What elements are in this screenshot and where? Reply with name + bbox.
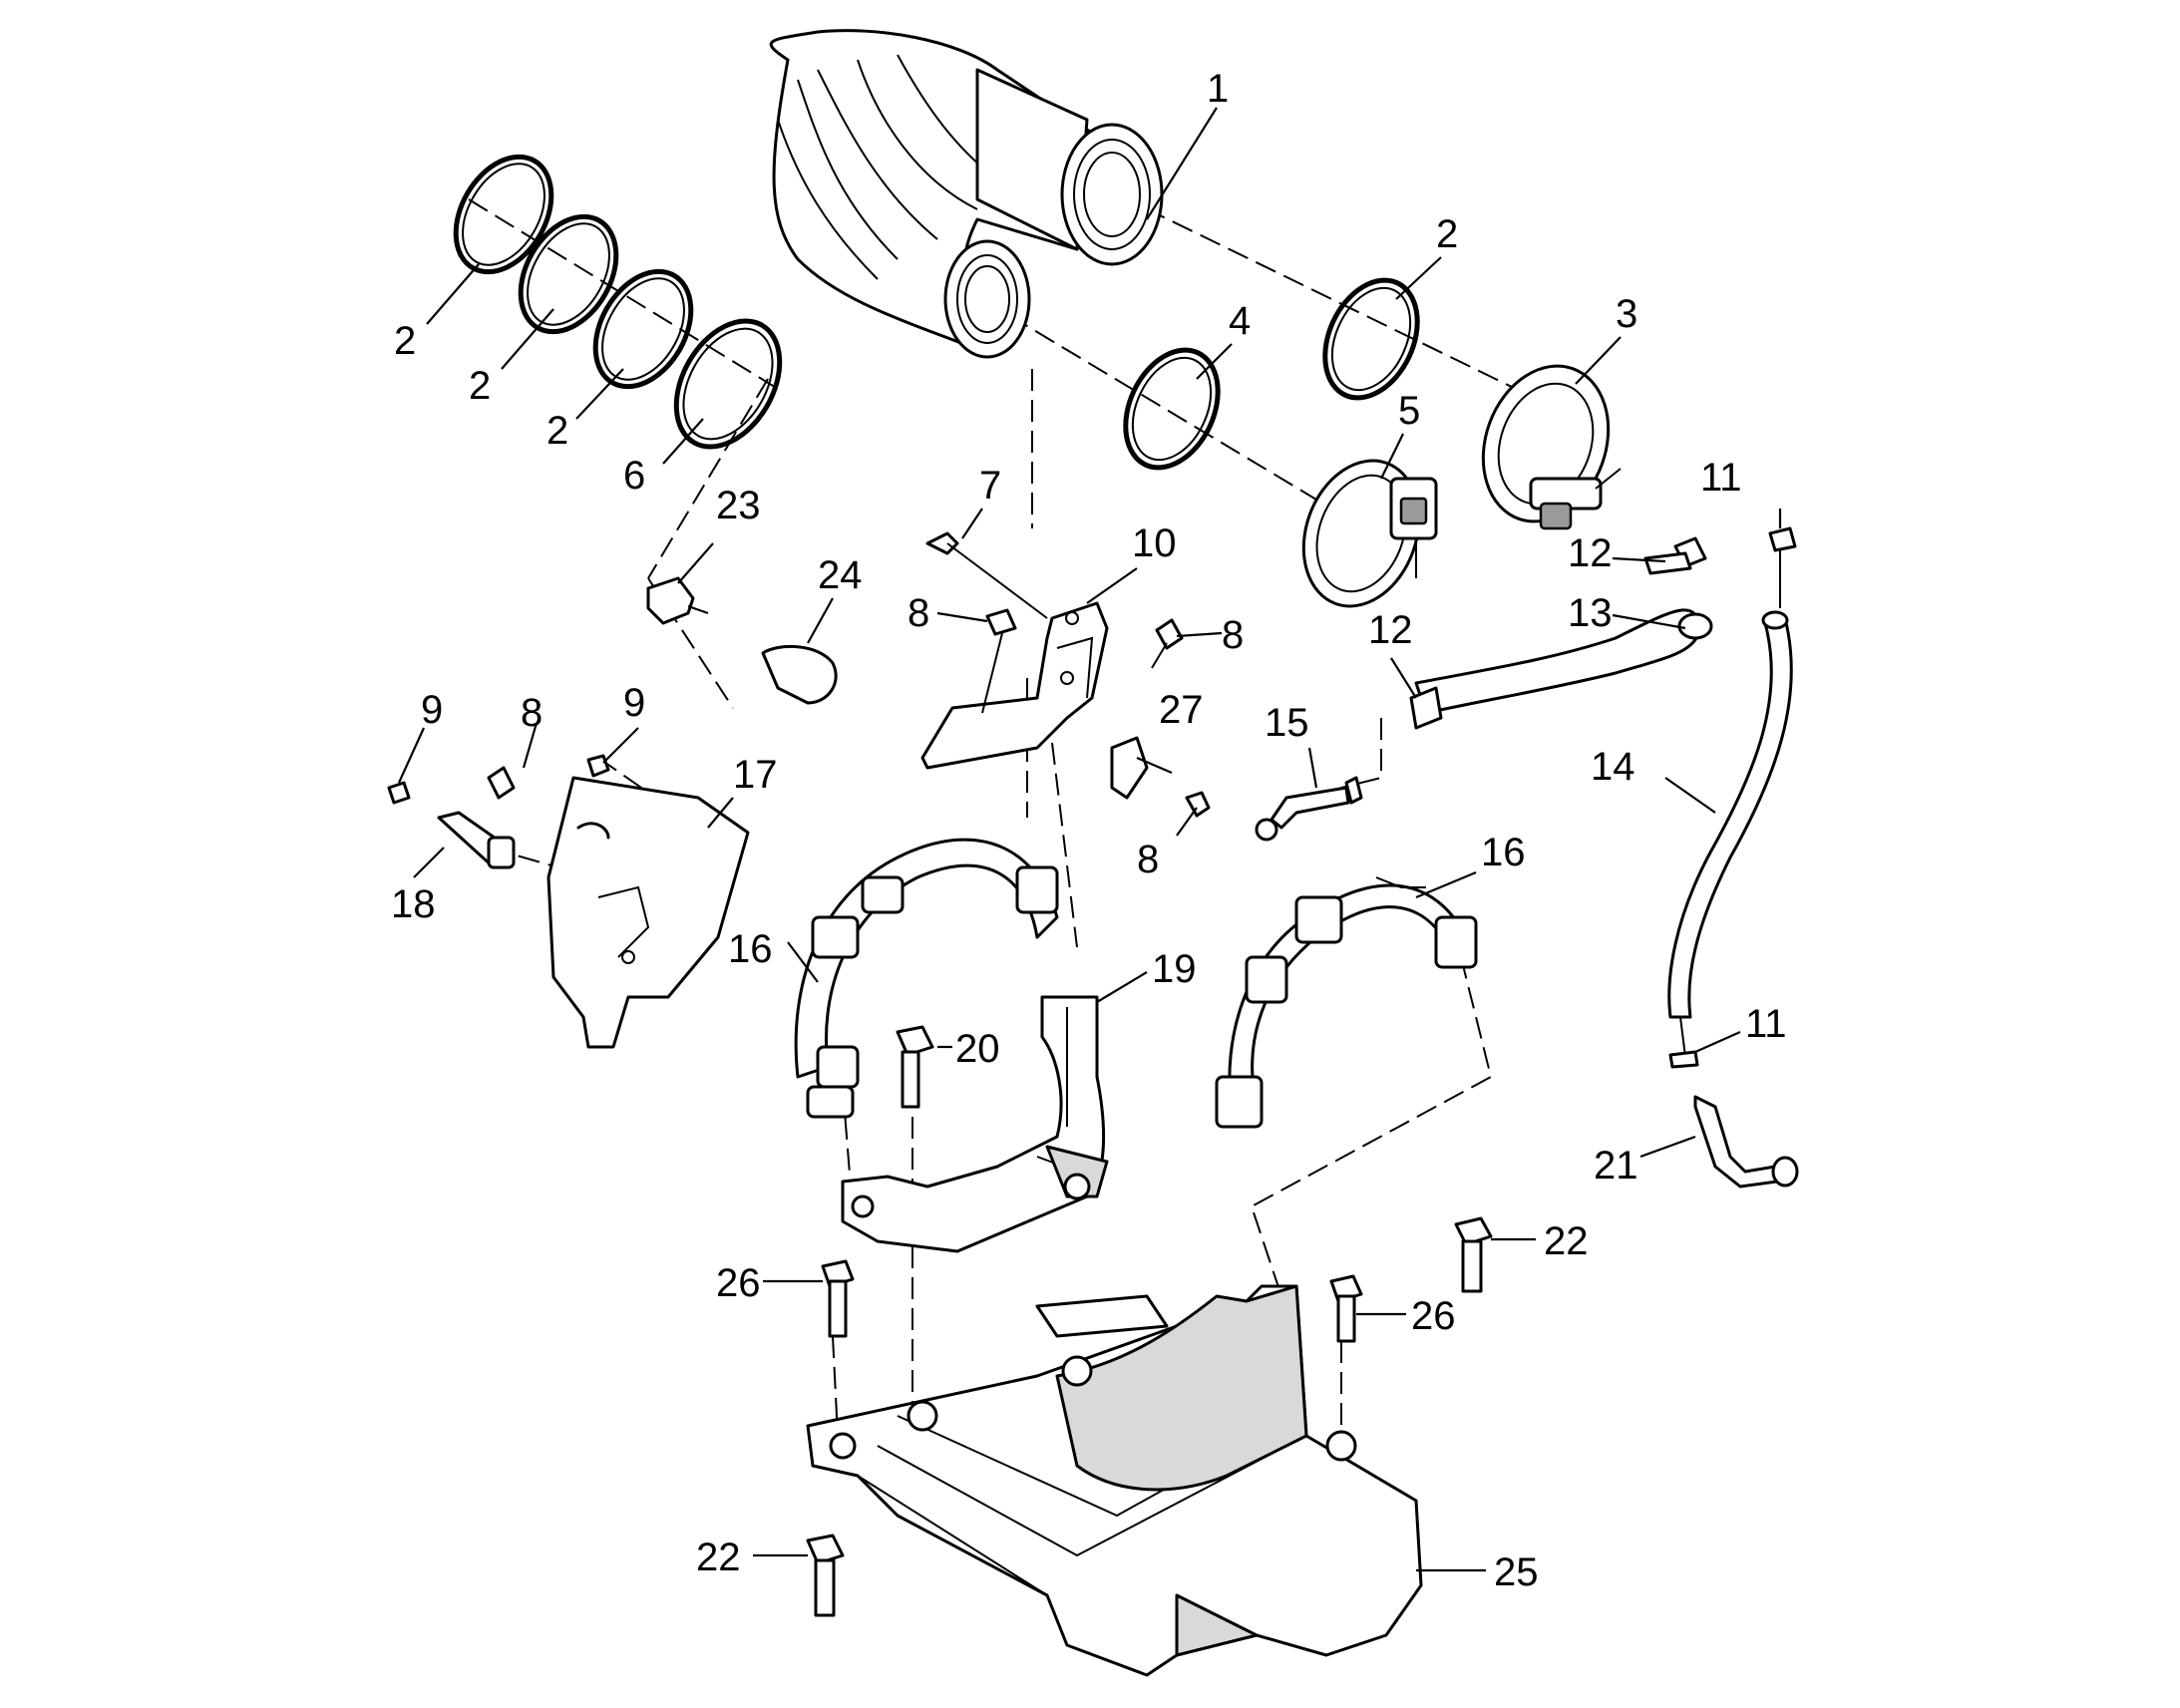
callout-19: 19 (1152, 947, 1197, 991)
callout-25: 25 (1494, 1550, 1539, 1594)
callout-12: 12 (1368, 608, 1413, 652)
intake-elbow-tube (769, 29, 1164, 359)
callout-2: 2 (394, 319, 416, 363)
callout-2: 2 (469, 364, 491, 408)
callout-26: 26 (1411, 1294, 1456, 1338)
callout-9: 9 (623, 681, 645, 725)
callout-5: 5 (1398, 389, 1420, 433)
callout-16: 16 (728, 927, 773, 971)
callout-27: 27 (1159, 688, 1204, 732)
callout-11: 11 (1745, 1002, 1787, 1046)
callout-22: 22 (1544, 1219, 1589, 1263)
callout-16: 16 (1481, 831, 1526, 874)
callout-7: 7 (979, 464, 1001, 508)
callout-6: 6 (623, 454, 645, 498)
callout-18: 18 (391, 882, 436, 926)
callout-21: 21 (1594, 1144, 1638, 1188)
callout-15: 15 (1265, 701, 1309, 745)
callout-8: 8 (1222, 613, 1244, 657)
callout-13: 13 (1568, 591, 1613, 635)
v-band-clamp-small (1301, 459, 1438, 608)
callout-11: 11 (1700, 456, 1742, 500)
callout-14: 14 (1591, 745, 1635, 789)
callout-20: 20 (955, 1027, 1000, 1071)
callout-17: 17 (733, 753, 778, 797)
callout-22: 22 (696, 1536, 741, 1579)
heat-shield-plate (387, 754, 750, 1049)
mounting-cradle (841, 995, 1109, 1253)
leader-lines (397, 107, 1782, 1572)
callout-labels: 1 2 2 2 2 3 4 5 6 7 8 8 8 8 9 9 10 11 11… (391, 67, 1787, 1594)
callout-10: 10 (1132, 521, 1177, 565)
coolant-hoses (1255, 526, 1799, 1189)
callout-23: 23 (716, 484, 761, 527)
callout-24: 24 (818, 553, 863, 597)
seal-rings-right (1123, 277, 1420, 471)
callout-8: 8 (1137, 838, 1159, 881)
callout-8: 8 (521, 691, 543, 735)
temp-sensor (646, 576, 838, 705)
callout-12: 12 (1568, 531, 1613, 575)
bolt-20 (896, 1025, 934, 1109)
callout-26: 26 (716, 1261, 761, 1305)
bolts-22-26 (806, 1216, 1493, 1617)
bracket-assembly (920, 531, 1211, 818)
callout-8: 8 (908, 591, 929, 635)
clamp-band-right (1215, 876, 1478, 1129)
callout-1: 1 (1207, 67, 1229, 111)
clamp-band-left (794, 838, 1059, 1119)
callout-2: 2 (1436, 212, 1458, 256)
v-band-clamp-large (1481, 364, 1622, 530)
callout-2: 2 (546, 409, 568, 453)
callout-3: 3 (1616, 292, 1637, 336)
callout-4: 4 (1229, 299, 1251, 343)
skid-base-plate (806, 1284, 1423, 1677)
callout-9: 9 (421, 688, 443, 732)
